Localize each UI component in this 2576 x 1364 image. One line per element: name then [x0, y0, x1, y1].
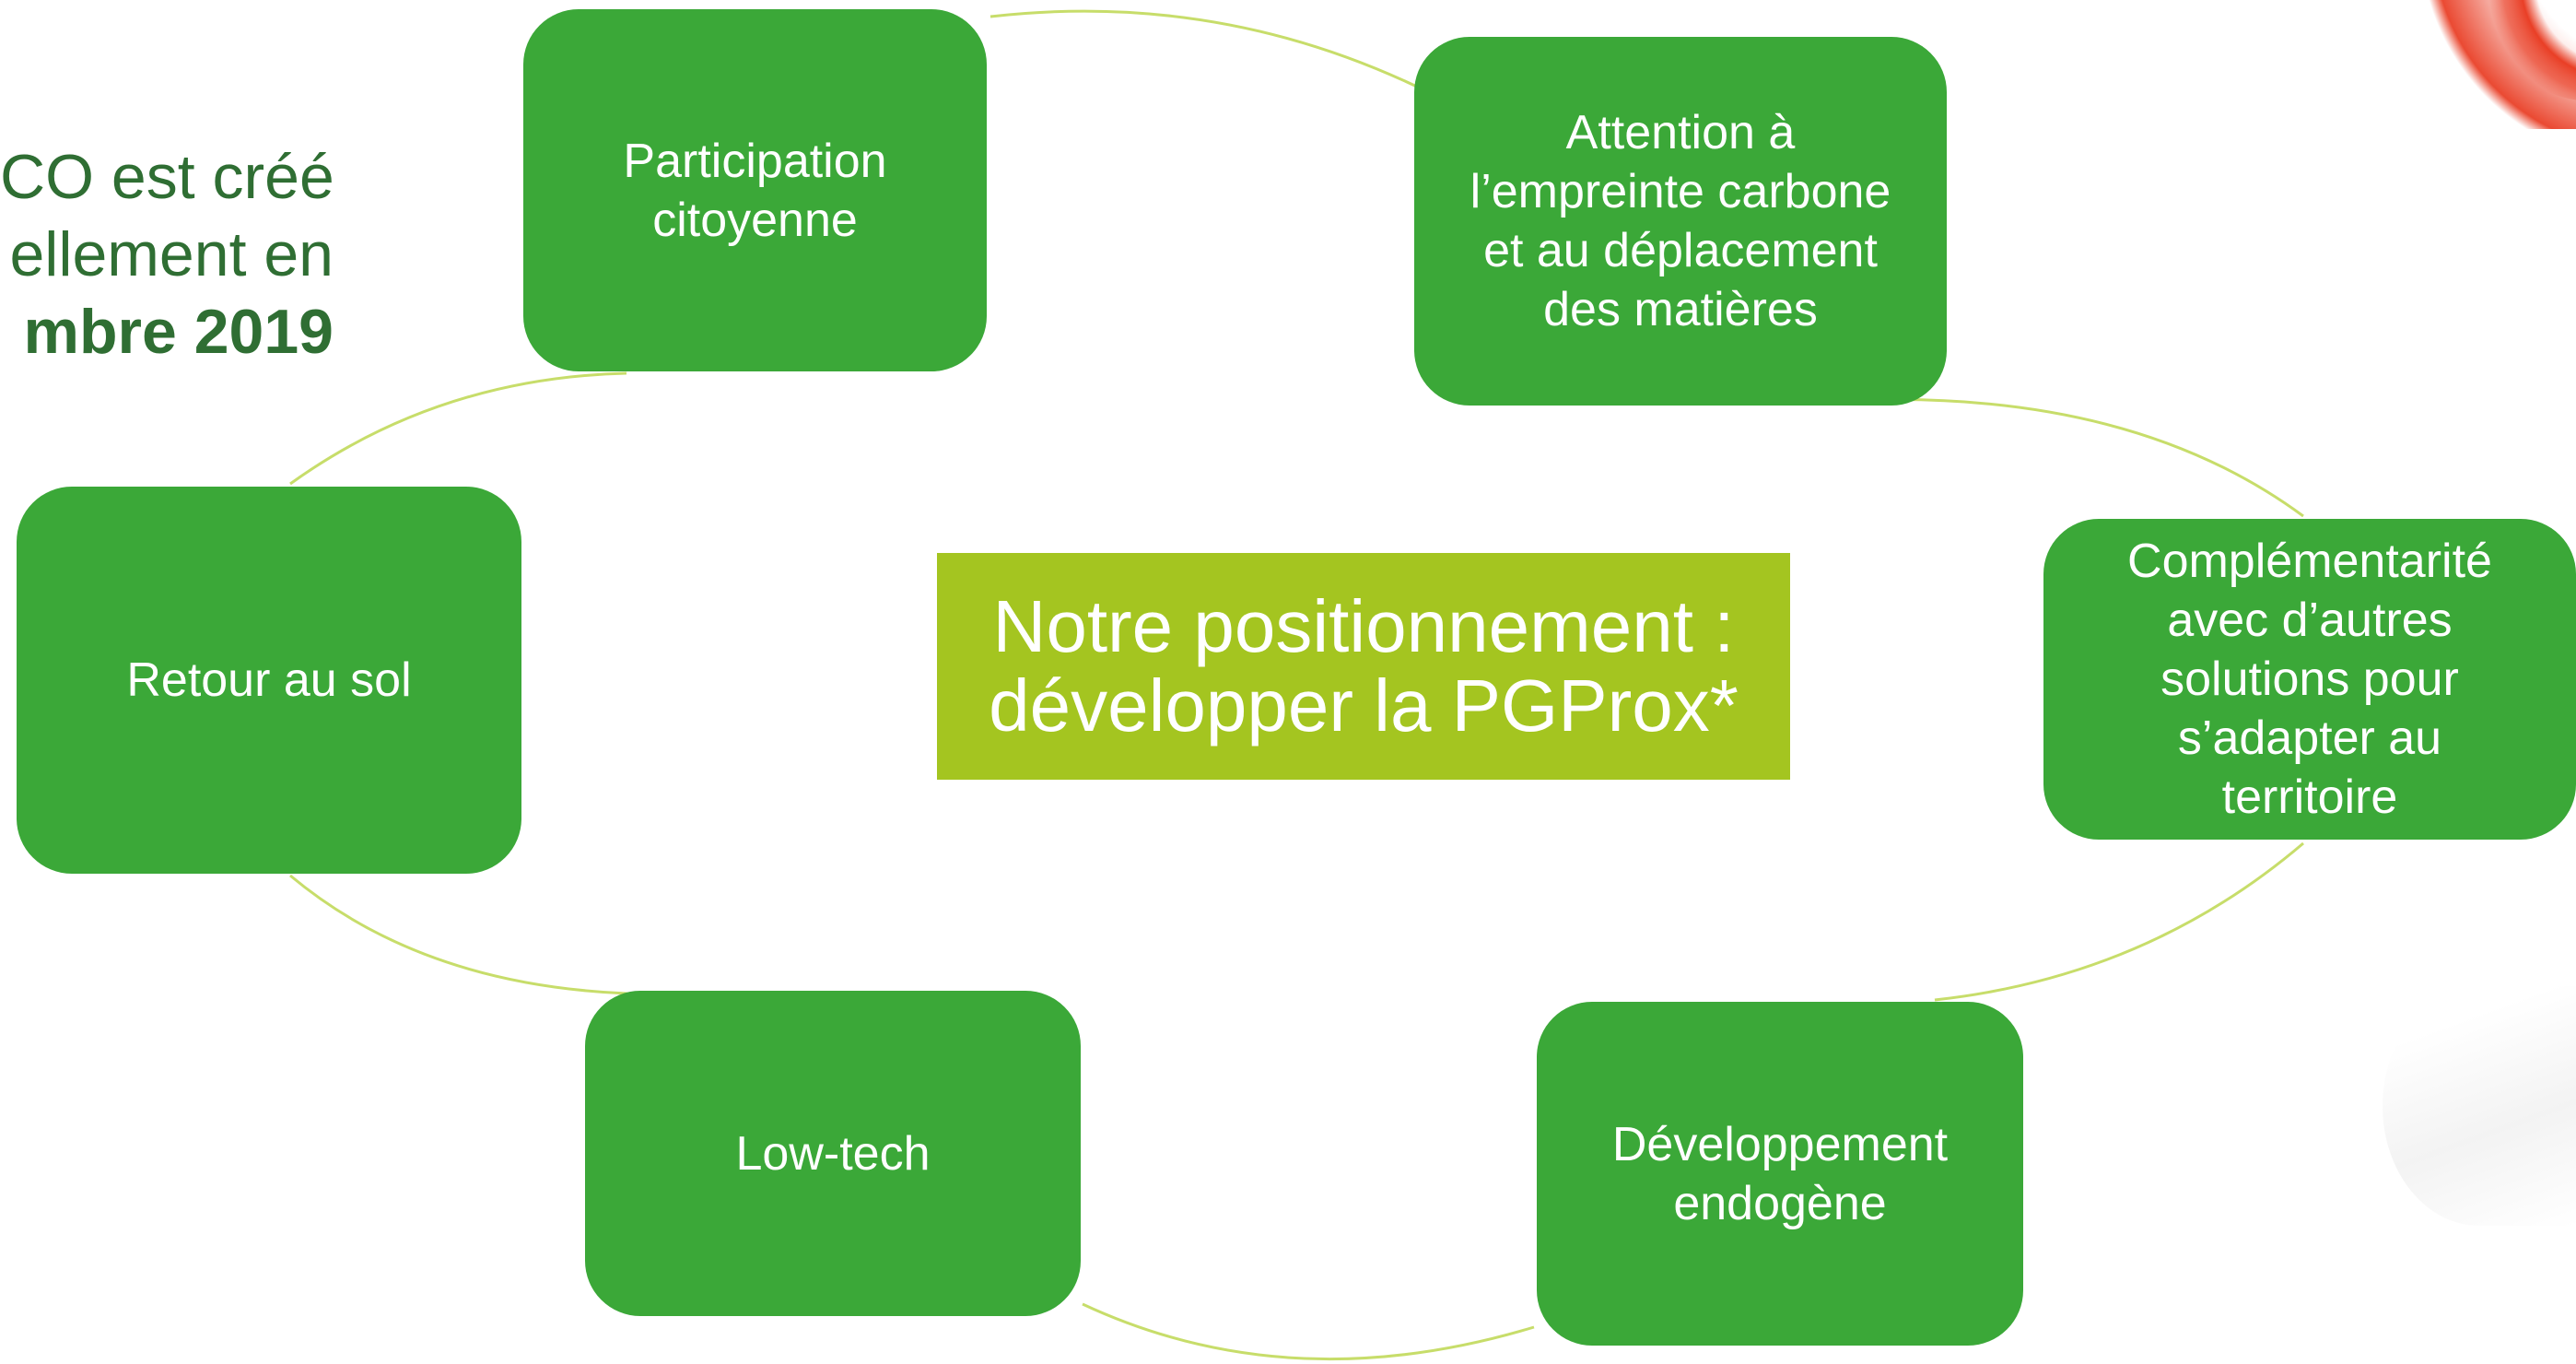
node-label: Attention à l’empreinte carbone et au dé…: [1469, 106, 1891, 336]
connector-complementarite-to-developpement: [1934, 841, 2304, 1002]
intro-line-2: ellement en: [9, 219, 334, 289]
center-title-box: Notre positionnement : développer la PGP…: [937, 553, 1790, 780]
connector-lowtech-to-retour: [289, 874, 697, 996]
connector-attention-to-complementarite: [1842, 398, 2304, 518]
intro-line-1: CO est créé: [0, 142, 334, 212]
background-decoration: [2383, 986, 2576, 1226]
connector-developpement-to-lowtech: [1082, 1302, 1535, 1361]
node-label: Participation citoyenne: [623, 134, 887, 247]
intro-line-3: mbre 2019: [23, 297, 334, 367]
logo-fragment: [2364, 0, 2576, 129]
node-retour-au-sol: Retour au sol: [17, 487, 521, 874]
node-label: Retour au sol: [126, 653, 412, 707]
connector-participation-to-attention: [989, 9, 1420, 89]
node-low-tech: Low-tech: [585, 991, 1081, 1316]
intro-text: CO est créé ellement en mbre 2019: [0, 138, 334, 370]
node-participation-citoyenne: Participation citoyenne: [523, 9, 987, 371]
node-developpement-endogene: Développement endogène: [1537, 1002, 2023, 1346]
node-complementarite: Complémentarité avec d’autres solutions …: [2043, 519, 2576, 840]
node-label: Complémentarité avec d’autres solutions …: [2127, 535, 2492, 824]
connector-retour-to-participation: [289, 371, 627, 486]
node-label: Low-tech: [735, 1126, 931, 1181]
node-attention-empreinte-carbone: Attention à l’empreinte carbone et au dé…: [1414, 37, 1947, 406]
node-label: Développement endogène: [1611, 1117, 1949, 1230]
center-title: Notre positionnement : développer la PGP…: [989, 585, 1739, 747]
